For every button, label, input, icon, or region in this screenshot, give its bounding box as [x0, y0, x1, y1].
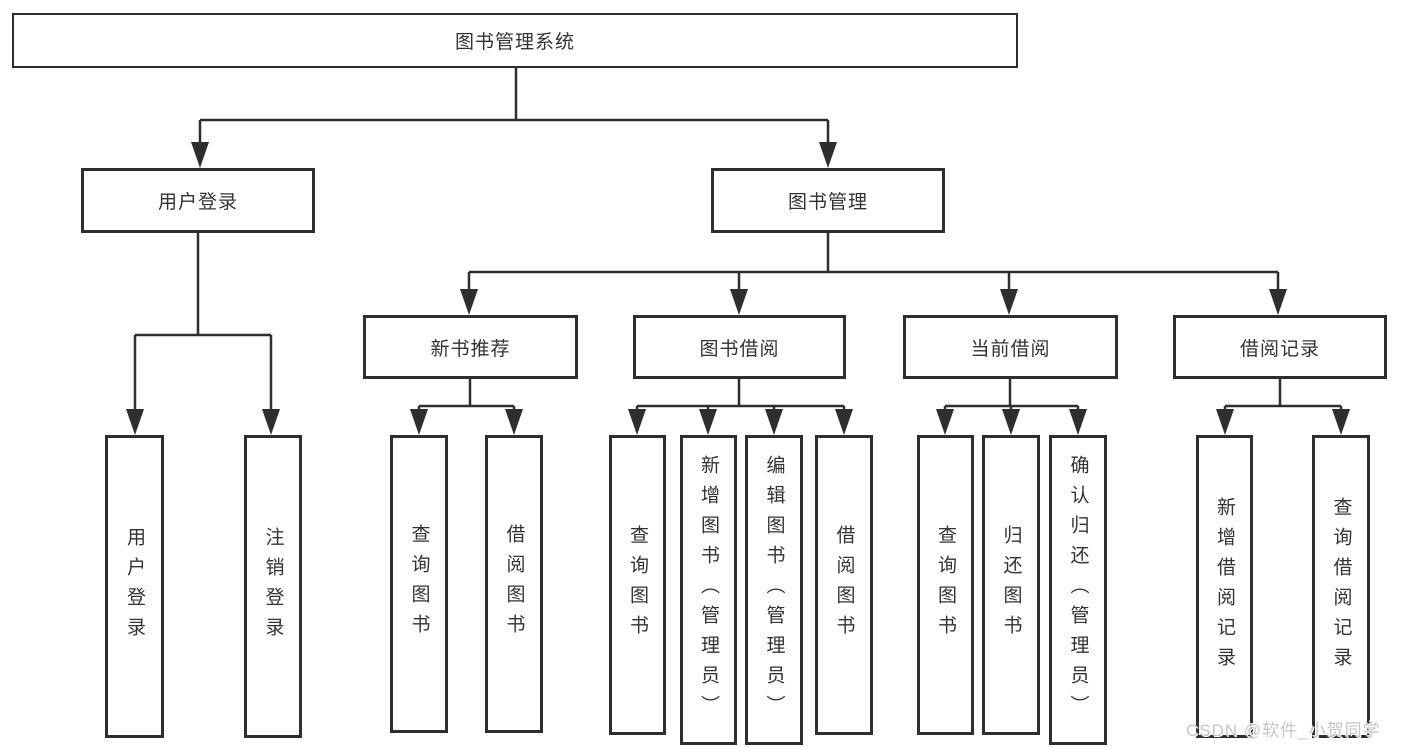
leaf-borrow-books-recommend: 借阅图书	[485, 435, 543, 733]
node-label: 当前借阅	[970, 338, 1051, 360]
node-label: 查询图书	[408, 524, 430, 644]
node-user-login: 用户登录	[81, 168, 315, 233]
node-label: 确认归还（管理员）	[1067, 455, 1089, 725]
node-borrowing-records: 借阅记录	[1173, 315, 1387, 379]
node-book-borrowing: 图书借阅	[633, 315, 846, 379]
node-label: 新增借阅记录	[1214, 496, 1235, 677]
leaf-return-books: 归还图书	[982, 435, 1040, 735]
node-label: 用户登录	[157, 192, 238, 213]
leaf-add-books-admin: 新增图书（管理员）	[680, 435, 737, 745]
node-label: 借阅记录	[1239, 338, 1320, 360]
node-library-management-system: 图书管理系统	[12, 13, 1018, 68]
node-label: 查询图书	[627, 525, 648, 645]
node-book-management: 图书管理	[711, 168, 945, 233]
node-label: 归还图书	[1000, 525, 1022, 645]
node-label: 注销登录	[262, 526, 284, 647]
node-label: 借阅图书	[833, 525, 855, 645]
leaf-borrow-books-borrowing: 借阅图书	[815, 435, 873, 735]
node-label: 图书管理系统	[454, 32, 575, 53]
leaf-query-books-borrowing: 查询图书	[609, 435, 666, 735]
node-label: 编辑图书（管理员）	[763, 455, 785, 725]
leaf-edit-books-admin: 编辑图书（管理员）	[745, 435, 803, 745]
leaf-user-login: 用户登录	[105, 435, 164, 738]
node-label: 新书推荐	[430, 338, 511, 360]
leaf-query-books-current: 查询图书	[917, 435, 974, 735]
leaf-add-borrow-record: 新增借阅记录	[1196, 435, 1253, 738]
node-label: 借阅图书	[503, 524, 525, 644]
leaf-confirm-return-admin: 确认归还（管理员）	[1049, 435, 1107, 745]
node-label: 新增图书（管理员）	[698, 455, 719, 725]
node-new-book-recommendation: 新书推荐	[363, 315, 578, 379]
leaf-query-books-recommend: 查询图书	[390, 435, 448, 733]
node-label: 图书借阅	[699, 338, 780, 360]
node-label: 查询图书	[935, 525, 956, 645]
leaf-logout: 注销登录	[244, 435, 302, 738]
node-label: 图书管理	[787, 192, 868, 213]
node-label: 用户登录	[124, 526, 145, 647]
node-current-borrowing: 当前借阅	[903, 315, 1118, 379]
leaf-query-borrow-record: 查询借阅记录	[1312, 435, 1370, 738]
csdn-watermark: CSDN @软件_小贺同学	[1186, 721, 1381, 740]
node-label: 查询借阅记录	[1330, 496, 1352, 677]
